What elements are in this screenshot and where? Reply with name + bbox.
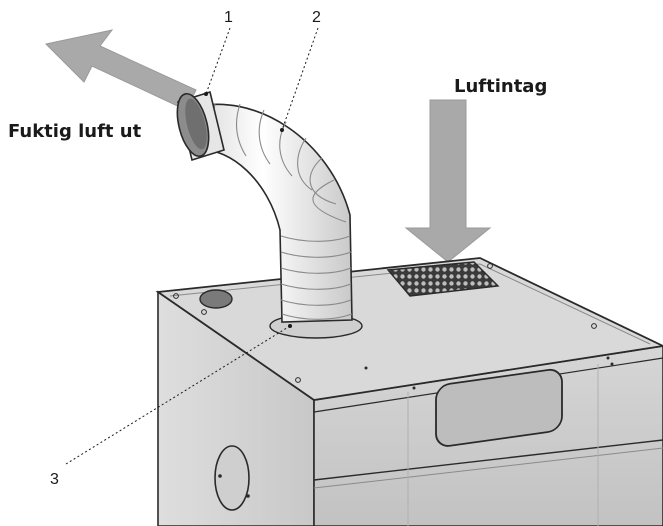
air-out-arrow (44, 29, 197, 111)
air-in-label: Luftintag (454, 76, 547, 97)
air-in-arrow (404, 99, 492, 263)
top-cap (199, 289, 233, 309)
handle-recess (435, 368, 563, 447)
outlet-nozzle (176, 90, 225, 162)
side-port (214, 445, 250, 511)
intake-grille (386, 261, 500, 297)
callout-2: 2 (312, 9, 321, 26)
callout-leaders (65, 27, 319, 465)
cabinet (155, 257, 663, 526)
callout-3: 3 (50, 471, 59, 488)
air-out-label: Fuktig luft ut (8, 121, 142, 142)
flexible-hose (189, 103, 353, 323)
callout-1: 1 (224, 9, 233, 26)
